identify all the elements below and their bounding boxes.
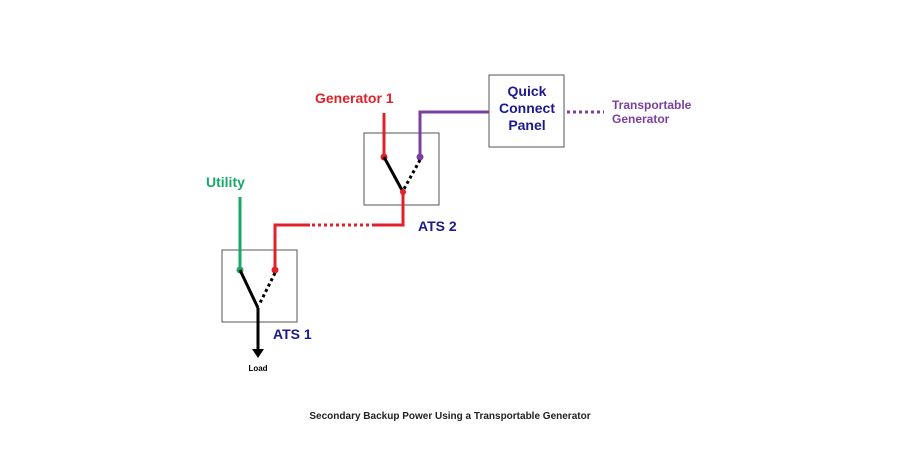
diagram-caption: Secondary Backup Power Using a Transport… — [309, 411, 590, 422]
ats-2-label: ATS 2 — [418, 218, 457, 234]
ats-1-switch-blade — [238, 269, 260, 309]
ats-2-pivot-dot — [400, 189, 406, 195]
load-label: Load — [248, 364, 267, 373]
ats2-to-ats1-line-b — [372, 192, 405, 227]
quick-connect-label-line-2: Connect — [499, 100, 555, 116]
quick-connect-panel-box — [488, 74, 565, 148]
utility-label: Utility — [206, 174, 245, 190]
ats2-to-ats1-line-a — [273, 223, 310, 270]
quick-connect-label-line-1: Quick — [508, 83, 547, 99]
load-arrow-icon — [252, 349, 264, 358]
quick-connect-to-ats2-line — [418, 110, 489, 157]
transportable-label-line-1: Transportable — [612, 98, 692, 112]
ats-2-switch-blade — [382, 156, 405, 193]
ats-1-label: ATS 1 — [273, 326, 312, 342]
ats1-generator-contact-dot — [271, 266, 279, 274]
generator-1-label: Generator 1 — [315, 90, 394, 106]
transportable-contact-dot — [416, 153, 424, 161]
quick-connect-label-line-3: Panel — [508, 117, 545, 133]
transportable-label-line-2: Generator — [612, 112, 670, 126]
